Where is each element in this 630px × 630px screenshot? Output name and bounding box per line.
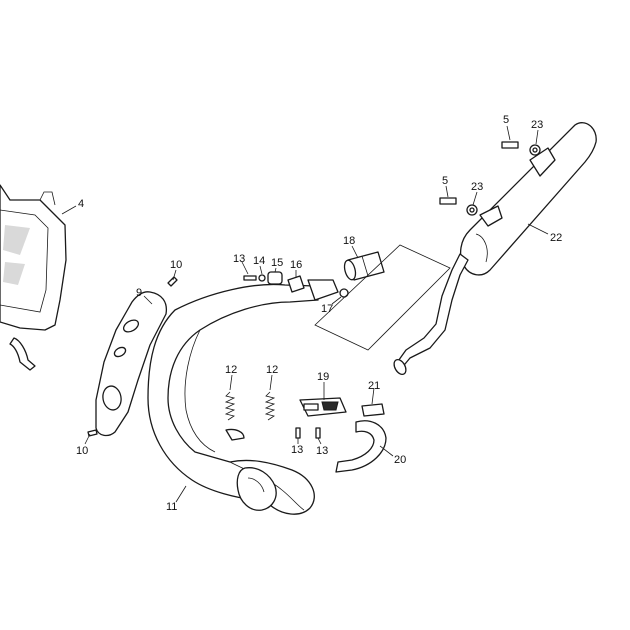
callout-23-upper: 23 [531, 119, 543, 131]
callout-4: 4 [78, 198, 84, 210]
callout-13-upper: 13 [233, 253, 245, 265]
leader-lines [61, 125, 549, 503]
part-13-screw-left-lower [295, 427, 301, 439]
callout-10-lower: 10 [76, 445, 88, 457]
callout-14: 14 [253, 255, 265, 267]
part-17-nut [339, 288, 349, 298]
part-21-tube [361, 403, 385, 417]
callout-5-upper: 5 [503, 114, 509, 126]
part-18-sleeve [343, 251, 385, 281]
part-14-nut [258, 274, 266, 282]
packing-sheet-outline [314, 244, 451, 351]
part-23-washer-upper [529, 144, 541, 156]
callout-13-lower-right: 13 [316, 445, 328, 457]
part-20-hose [335, 420, 387, 473]
part-13-bolt-upper [243, 275, 257, 281]
callout-9: 9 [136, 287, 142, 299]
callout-10-upper: 10 [170, 259, 182, 271]
part-13-screw-right-lower [315, 427, 321, 439]
callout-23-lower: 23 [471, 181, 483, 193]
callout-5-lower: 5 [442, 175, 448, 187]
callout-15: 15 [271, 257, 283, 269]
callout-20: 20 [394, 454, 406, 466]
callout-11: 11 [166, 501, 177, 513]
part-19-clamp [299, 397, 347, 417]
callout-21: 21 [368, 380, 380, 392]
part-10-screw-upper [167, 276, 178, 287]
part-9-heat-shield [95, 291, 168, 437]
part-12-spring-right [264, 391, 276, 421]
part-12-spring-left [224, 391, 236, 421]
part-5-bolt-upper [501, 141, 519, 149]
part-10-screw-lower [87, 429, 98, 437]
part-22-silencer [393, 122, 597, 376]
callout-12-right: 12 [266, 364, 278, 376]
part-11-expansion-chamber [147, 279, 339, 515]
part-5-bolt-lower [439, 197, 457, 205]
callout-13-lower-left: 13 [291, 444, 303, 456]
callout-16: 16 [290, 259, 302, 271]
callout-12-left: 12 [225, 364, 237, 376]
part-4-tank [0, 184, 67, 371]
part-23-washer-lower [466, 204, 478, 216]
callout-labels: 4 5 5 9 10 10 11 12 12 13 13 13 14 15 16… [76, 114, 562, 513]
part-15-rubber-mount [267, 271, 283, 285]
callout-22: 22 [550, 232, 562, 244]
callout-17: 17 [321, 303, 333, 315]
callout-19: 19 [317, 371, 329, 383]
callout-18: 18 [343, 235, 355, 247]
